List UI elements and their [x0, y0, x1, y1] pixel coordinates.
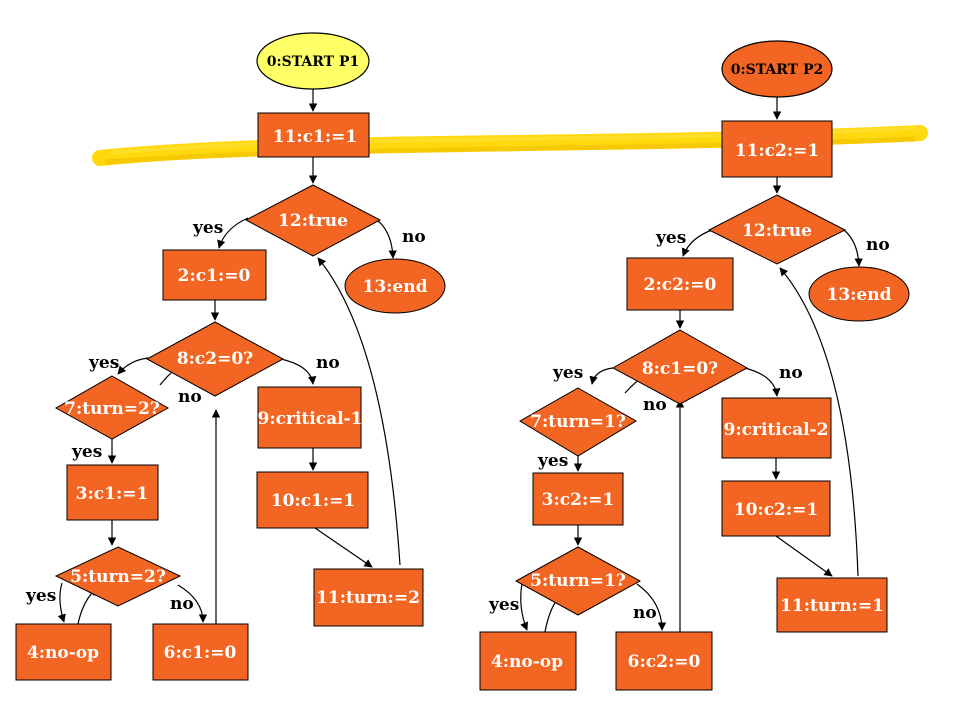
p1-node-7-label: 7:turn=2? [64, 399, 160, 419]
flowchart-p2: 0:START P2 11:c2:=1 12:true 13:end 2:c2:… [479, 40, 910, 691]
p2-no7-label: no [643, 395, 667, 415]
p1-start-label: 0:START P1 [267, 54, 359, 70]
p2-node-13: 13:end [808, 266, 910, 322]
p1-no7-label: no [178, 387, 202, 407]
p1-node-5: 5:turn=2? [54, 546, 182, 607]
p1-node-11-label: 11:c1:=1 [273, 127, 357, 147]
p1-node-4: 4:no-op [15, 623, 112, 681]
p2-node-7-label: 7:turn=1? [530, 412, 626, 432]
p2-node-8-label: 8:c1=0? [642, 359, 718, 379]
p2-yes5-label: yes [488, 595, 519, 615]
p1-node-9-label: 9:critical-1 [258, 409, 363, 429]
p1-yes8-label: yes [88, 353, 119, 373]
p1-node-12-label: 12:true [278, 211, 348, 231]
p2-node-10: 10:c2:=1 [721, 480, 831, 537]
p1-node-11-turn-label: 11:turn:=2 [316, 588, 420, 608]
p2-node-12-label: 12:true [742, 221, 812, 241]
p1-node-5-label: 5:turn=2? [70, 567, 166, 587]
p1-node-10: 10:c1:=1 [256, 471, 369, 529]
p2-node-10-label: 10:c2:=1 [734, 500, 818, 520]
p2-node-11-label: 11:c2:=1 [735, 141, 819, 161]
p2-node-5: 5:turn=1? [514, 546, 642, 616]
p2-node-11: 11:c2:=1 [721, 120, 833, 178]
p2-node-12: 12:true [707, 194, 847, 265]
p1-node-13-label: 13:end [363, 277, 428, 297]
p1-node-7: 7:turn=2? [54, 375, 170, 440]
p2-node-2-label: 2:c2:=0 [644, 275, 717, 295]
p2-start-node: 0:START P2 [721, 40, 833, 98]
p1-node-6: 6:c1:=0 [152, 623, 249, 681]
p1-node-11: 11:c1:=1 [257, 112, 370, 158]
p2-yes7-label: yes [537, 451, 568, 471]
p1-node-3: 3:c1:=1 [66, 464, 159, 521]
p2-node-3: 3:c2:=1 [532, 472, 624, 526]
p2-start-label: 0:START P2 [731, 62, 823, 78]
p1-no8-label: no [316, 353, 340, 373]
p2-no12-label: no [866, 235, 890, 255]
p2-node-11-turn: 11:turn:=1 [776, 577, 888, 633]
p2-no5-label: no [633, 603, 657, 623]
edges-p1 [57, 89, 401, 625]
edge-labels-p1: yes no yes no no yes yes no [25, 218, 426, 614]
flowchart-p1: 0:START P1 11:c1:=1 12:true 13:end 2:c1:… [15, 32, 446, 681]
p2-node-4-label: 4:no-op [491, 652, 563, 672]
p2-node-13-label: 13:end [827, 285, 892, 305]
p1-node-4-label: 4:no-op [27, 643, 99, 663]
p1-node-6-label: 6:c1:=0 [164, 643, 237, 663]
p1-node-10-label: 10:c1:=1 [271, 491, 355, 511]
p1-no5-label: no [170, 594, 194, 614]
edges-p2 [520, 97, 863, 633]
p1-node-8: 8:c2=0? [145, 321, 285, 397]
p2-node-8: 8:c1=0? [611, 329, 749, 405]
p1-node-2-label: 2:c1:=0 [178, 266, 251, 286]
p2-node-2: 2:c2:=0 [626, 257, 734, 311]
p2-node-9: 9:critical-2 [721, 397, 832, 459]
p2-node-6-label: 6:c2:=0 [628, 652, 701, 672]
p1-node-13: 13:end [344, 258, 446, 314]
p2-node-6: 6:c2:=0 [615, 631, 713, 691]
p2-node-3-label: 3:c2:=1 [542, 490, 615, 510]
p2-yes12-label: yes [655, 228, 686, 248]
p2-node-11-turn-label: 11:turn:=1 [780, 596, 884, 616]
p2-node-9-label: 9:critical-2 [724, 420, 829, 440]
p1-node-9: 9:critical-1 [257, 386, 363, 449]
p2-no8-label: no [779, 363, 803, 383]
p1-no12-label: no [402, 227, 426, 247]
p1-node-3-label: 3:c1:=1 [76, 484, 149, 504]
p2-node-5-label: 5:turn=1? [530, 571, 626, 591]
p2-yes8-label: yes [552, 363, 583, 383]
edge-labels-p2: yes no yes no no yes yes no [488, 228, 890, 623]
p1-yes7-label: yes [71, 442, 102, 462]
p1-yes12-label: yes [192, 218, 223, 238]
p1-node-12: 12:true [244, 184, 382, 257]
p1-start-node: 0:START P1 [256, 32, 370, 90]
p1-yes5-label: yes [25, 586, 56, 606]
p2-node-7: 7:turn=1? [519, 387, 637, 457]
p1-node-11-turn: 11:turn:=2 [313, 568, 424, 627]
p1-node-2: 2:c1:=0 [162, 249, 267, 301]
p1-node-8-label: 8:c2=0? [177, 349, 253, 369]
p2-node-4: 4:no-op [479, 631, 577, 691]
